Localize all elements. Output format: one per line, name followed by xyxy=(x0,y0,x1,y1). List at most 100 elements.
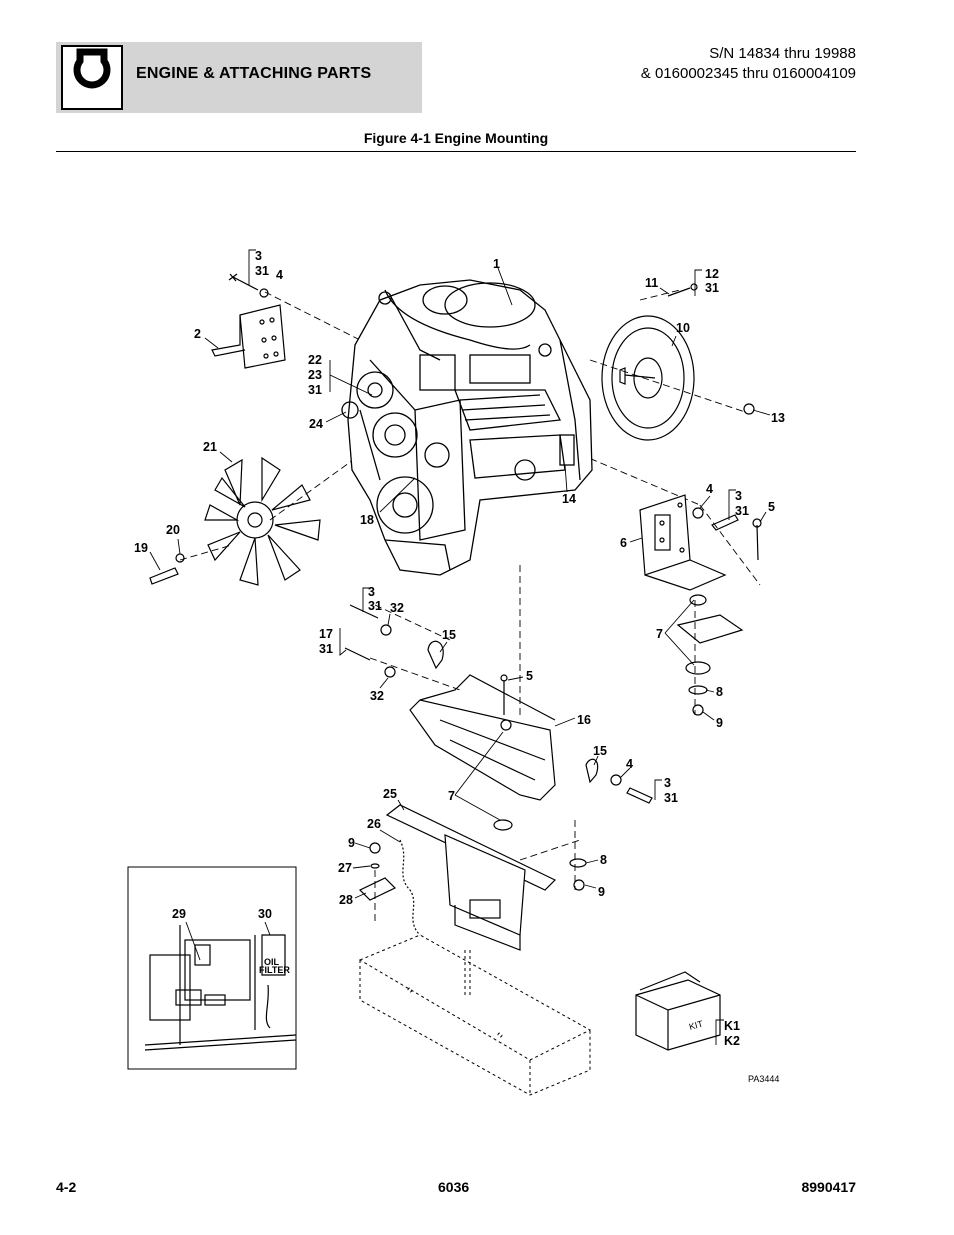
callout-7a: 7 xyxy=(656,627,663,641)
figure-title-wrap: Figure 4-1 Engine Mounting xyxy=(0,130,954,146)
callout-15b: 15 xyxy=(593,744,607,758)
kit-box xyxy=(635,971,721,1051)
oil-filter-label-1: OIL xyxy=(264,957,280,967)
figure-title: Figure 4-1 Engine Mounting xyxy=(363,130,549,146)
bolt-9-b xyxy=(369,842,381,854)
bolt-11-12 xyxy=(667,283,698,297)
callout-32a: 32 xyxy=(390,601,404,615)
engine-bracket-left xyxy=(211,304,286,369)
serial-line-2: & 0160002345 thru 0160004109 xyxy=(640,65,856,82)
callout-4a: 4 xyxy=(276,268,283,282)
callout-26: 26 xyxy=(367,817,381,831)
callout-17: 17 xyxy=(319,627,333,641)
inset-frame xyxy=(127,866,297,1070)
bracket-28 xyxy=(358,877,397,901)
fan-assembly xyxy=(204,456,321,586)
callout-18: 18 xyxy=(360,513,374,527)
callout-k1: K1 xyxy=(724,1019,740,1033)
callout-24: 24 xyxy=(309,417,323,431)
bolt-17 xyxy=(344,647,396,678)
callout-19: 19 xyxy=(134,541,148,555)
callout-8a: 8 xyxy=(716,685,723,699)
engine-base-25 xyxy=(385,804,557,951)
callout-23: 23 xyxy=(308,368,322,382)
washer-20 xyxy=(175,553,185,563)
callout-3b: 3 xyxy=(735,489,742,503)
nut-13 xyxy=(743,403,755,415)
bolt-3-mid xyxy=(349,604,392,636)
washer-27 xyxy=(370,863,380,869)
callout-12: 12 xyxy=(705,267,719,281)
serial-range: S/N 14834 thru 19988 & 0160002345 thru 0… xyxy=(641,44,856,84)
callout-31b: 31 xyxy=(308,383,322,397)
inset-drawing xyxy=(144,925,297,1051)
callout-29: 29 xyxy=(172,907,186,921)
callout-31f: 31 xyxy=(319,642,333,656)
callout-9c: 9 xyxy=(598,885,605,899)
callout-31c: 31 xyxy=(705,281,719,295)
callout-31a: 31 xyxy=(255,264,269,278)
callout-25: 25 xyxy=(383,787,397,801)
callout-28: 28 xyxy=(339,893,353,907)
footer-page-number: 4-2 xyxy=(56,1179,77,1195)
callout-30: 30 xyxy=(258,907,272,921)
callout-9b: 9 xyxy=(348,836,355,850)
washer-4-b xyxy=(610,774,622,786)
callout-31g: 31 xyxy=(664,791,678,805)
callout-5a: 5 xyxy=(768,500,775,514)
callout-22: 22 xyxy=(308,353,322,367)
oil-filter-label-2: FILTER xyxy=(259,965,290,975)
bolt-3-top xyxy=(228,273,269,298)
callout-6: 6 xyxy=(620,536,627,550)
callout-5b: 5 xyxy=(526,669,533,683)
callout-leaders xyxy=(149,249,771,1045)
callout-21: 21 xyxy=(203,440,217,454)
callout-4c: 4 xyxy=(626,757,633,771)
bolt-5-right xyxy=(752,518,762,561)
section-title: ENGINE & ATTACHING PARTS xyxy=(136,65,372,82)
flywheel xyxy=(601,315,695,441)
bolt-3-right xyxy=(711,514,739,531)
callout-10: 10 xyxy=(676,321,690,335)
header-rule xyxy=(56,151,856,152)
washer-8-b xyxy=(569,858,587,868)
isolator-pad-right xyxy=(676,594,744,716)
callout-14: 14 xyxy=(562,492,576,506)
clip-15 xyxy=(427,640,444,670)
callout-3a: 3 xyxy=(255,249,262,263)
callout-8b: 8 xyxy=(600,853,607,867)
kit-box-label: KIT xyxy=(688,1019,705,1032)
nut-9-c xyxy=(573,879,585,891)
drawing-id: PA3444 xyxy=(748,1074,779,1084)
footer-model: 6036 xyxy=(438,1179,470,1195)
clip-15-b xyxy=(585,758,599,784)
fan-bolt-19 xyxy=(149,567,179,585)
callout-7b: 7 xyxy=(448,789,455,803)
callout-k2: K2 xyxy=(724,1034,740,1048)
washer-4-right xyxy=(692,507,704,519)
machine-frame xyxy=(358,934,592,1096)
callout-31e: 31 xyxy=(368,599,382,613)
callout-16: 16 xyxy=(577,713,591,727)
callout-31d: 31 xyxy=(735,504,749,518)
engine-assembly xyxy=(341,279,593,576)
callout-3c: 3 xyxy=(368,585,375,599)
callout-2: 2 xyxy=(194,327,201,341)
callout-20: 20 xyxy=(166,523,180,537)
bolt-3-b xyxy=(626,787,653,804)
callout-15a: 15 xyxy=(442,628,456,642)
callout-13: 13 xyxy=(771,411,785,425)
callout-9a: 9 xyxy=(716,716,723,730)
spring-26 xyxy=(399,839,421,936)
callout-1: 1 xyxy=(493,257,500,271)
serial-line-1: S/N 14834 thru 19988 xyxy=(709,45,856,62)
engine-bracket-right xyxy=(639,494,727,591)
isolator-7 xyxy=(493,819,513,831)
callout-3d: 3 xyxy=(664,776,671,790)
callout-labels: 1 3 31 4 2 22 23 31 24 21 20 19 18 11 12… xyxy=(134,249,785,1084)
callout-11: 11 xyxy=(645,276,658,290)
callout-32b: 32 xyxy=(370,689,384,703)
callout-4b: 4 xyxy=(706,482,713,496)
footer-doc-number: 8990417 xyxy=(801,1179,856,1195)
